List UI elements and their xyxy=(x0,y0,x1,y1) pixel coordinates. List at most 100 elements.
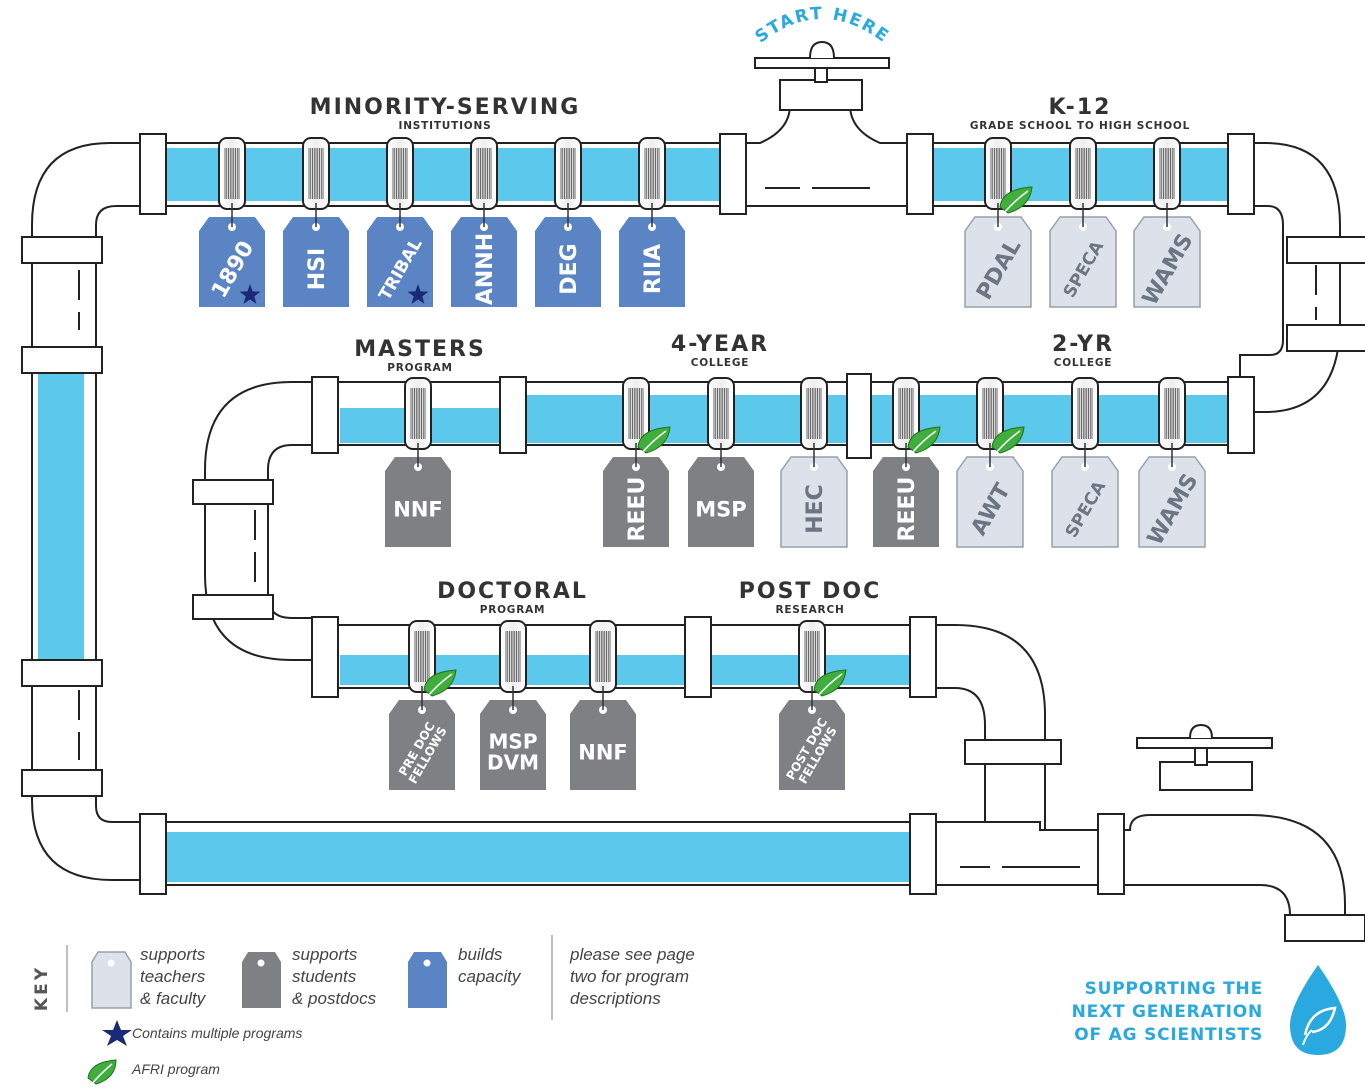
key-icons xyxy=(66,935,553,1087)
middle-elbow xyxy=(204,381,319,661)
header-four-year-title: 4-YEAR xyxy=(670,332,770,357)
tag-hec: HEC xyxy=(780,443,848,548)
tag-wams-2yr: WAMS xyxy=(1138,443,1206,550)
tagline: SUPPORTING THE NEXT GENERATION OF AG SCI… xyxy=(1003,978,1263,1047)
key-leaf-label: AFRI program xyxy=(132,1061,220,1077)
tag-label: MSP xyxy=(695,498,746,522)
start-here-label: START HERE xyxy=(752,4,894,48)
tag-label: HEC xyxy=(803,484,828,534)
tag-awt: AWT xyxy=(956,443,1024,548)
multiple-programs-star-icon xyxy=(239,284,261,304)
tag-deg: DEG xyxy=(535,203,601,307)
valve-top[interactable] xyxy=(719,40,921,207)
key-star-label: Contains multiple programs xyxy=(132,1025,303,1041)
key-star-icon xyxy=(102,1020,132,1046)
pipe-clamp xyxy=(984,137,1012,210)
header-two-year-subtitle: COLLEGE xyxy=(1053,357,1113,369)
pipe-clamp xyxy=(499,620,527,693)
tag-nnf-doctoral: NNF xyxy=(570,686,636,790)
key-teachers-label: supports teachers & faculty xyxy=(140,945,206,1008)
header-two-year: 2-YR COLLEGE xyxy=(1003,332,1163,370)
tag-nnf-masters: NNF xyxy=(385,443,451,547)
tag-label: NNF xyxy=(393,498,443,522)
pipe-clamp xyxy=(1069,137,1097,210)
header-minority-subtitle: INSTITUTIONS xyxy=(398,120,492,132)
tag-reeu-2yr: REEU xyxy=(873,443,939,547)
afri-leaf-icon xyxy=(813,669,847,698)
tag-wams-k12: WAMS xyxy=(1133,203,1201,310)
pipe-clamp xyxy=(589,620,617,693)
pipe-clamp xyxy=(622,377,650,450)
tagline-line-3: OF AG SCIENTISTS xyxy=(1074,1025,1263,1045)
tag-label: RIIA xyxy=(641,244,666,294)
key-leaf-icon xyxy=(87,1059,117,1087)
key-students-label: supports students & postdocs xyxy=(292,945,377,1008)
tag-label: DEG xyxy=(557,243,582,294)
header-minority-title: MINORITY-SERVING xyxy=(309,95,581,120)
header-doctoral: DOCTORAL PROGRAM xyxy=(410,579,615,617)
pipe-clamp xyxy=(302,137,330,210)
pipe-clamp xyxy=(1153,137,1181,210)
tag-riia: RIIA xyxy=(619,203,685,307)
header-doctoral-title: DOCTORAL xyxy=(437,579,588,604)
pipe-clamp xyxy=(386,137,414,210)
tag-reeu-4yr: REEU xyxy=(603,443,669,547)
postdoc-elbow xyxy=(922,624,1046,831)
top-pipe-water-left xyxy=(165,148,720,201)
tag-annh: ANNH xyxy=(451,203,517,307)
water-drop-logo xyxy=(1290,965,1346,1055)
tag-1890: 1890 xyxy=(199,203,265,307)
tag-label: REEU xyxy=(625,477,650,542)
key-title: KEY xyxy=(32,964,52,1012)
couplings xyxy=(21,133,1365,942)
header-k12-title: K-12 xyxy=(1048,95,1112,120)
key-capacity-label: builds capacity xyxy=(458,945,521,986)
tag-label: NNF xyxy=(578,741,628,765)
tag-predoc: PRE DOCFELLOWS xyxy=(389,686,455,790)
header-k12-subtitle: GRADE SCHOOL TO HIGH SCHOOL xyxy=(969,120,1191,132)
header-postdoc-subtitle: RESEARCH xyxy=(775,604,845,616)
header-k12: K-12 GRADE SCHOOL TO HIGH SCHOOL xyxy=(930,95,1230,133)
tag-tribal: TRIBAL xyxy=(367,203,433,307)
afri-leaf-icon xyxy=(423,669,457,698)
tagline-line-2: NEXT GENERATION xyxy=(1071,1002,1263,1022)
key-teachers-tag-icon xyxy=(91,951,132,1009)
pipe-clamp xyxy=(1071,377,1099,450)
header-postdoc: POST DOC RESEARCH xyxy=(715,580,905,617)
pipe-clamp xyxy=(470,137,498,210)
key-students-tag-icon xyxy=(242,952,281,1008)
tag-label: ANNH xyxy=(473,233,498,305)
pipe-clamp xyxy=(798,620,826,693)
tag-postdoc: POST DOCFELLOWS xyxy=(779,686,845,790)
key-capacity-tag-icon xyxy=(408,952,447,1008)
tag-hsi: HSI xyxy=(283,203,349,307)
header-masters: MASTERS PROGRAM xyxy=(330,338,510,375)
multiple-programs-star-icon xyxy=(407,284,429,304)
pipe-clamp xyxy=(976,377,1004,450)
pipe-clamp xyxy=(707,377,735,450)
faucet-body xyxy=(919,814,1346,931)
pipe-clamp xyxy=(554,137,582,210)
pipe-clamp xyxy=(800,377,828,450)
header-four-year-subtitle: COLLEGE xyxy=(690,357,750,369)
pipe-clamp xyxy=(408,620,436,693)
header-doctoral-subtitle: PROGRAM xyxy=(479,604,546,616)
tagline-line-1: SUPPORTING THE xyxy=(1084,979,1263,999)
key-note: please see page two for program descript… xyxy=(570,945,695,1008)
tag-speca-k12: SPECA xyxy=(1049,203,1117,308)
afri-leaf-icon xyxy=(991,426,1025,455)
tag-label: HSI xyxy=(305,248,330,290)
pipe-clamp xyxy=(218,137,246,210)
valve-faucet[interactable] xyxy=(1136,723,1273,791)
tag-msp: MSP xyxy=(688,443,754,547)
header-masters-subtitle: PROGRAM xyxy=(387,362,453,374)
header-four-year: 4-YEAR COLLEGE xyxy=(640,332,800,370)
header-two-year-title: 2-YR xyxy=(1051,332,1115,357)
header-minority-serving: MINORITY-SERVING INSTITUTIONS xyxy=(290,95,600,133)
left-pipe-water xyxy=(38,368,84,666)
pipe-clamp xyxy=(638,137,666,210)
